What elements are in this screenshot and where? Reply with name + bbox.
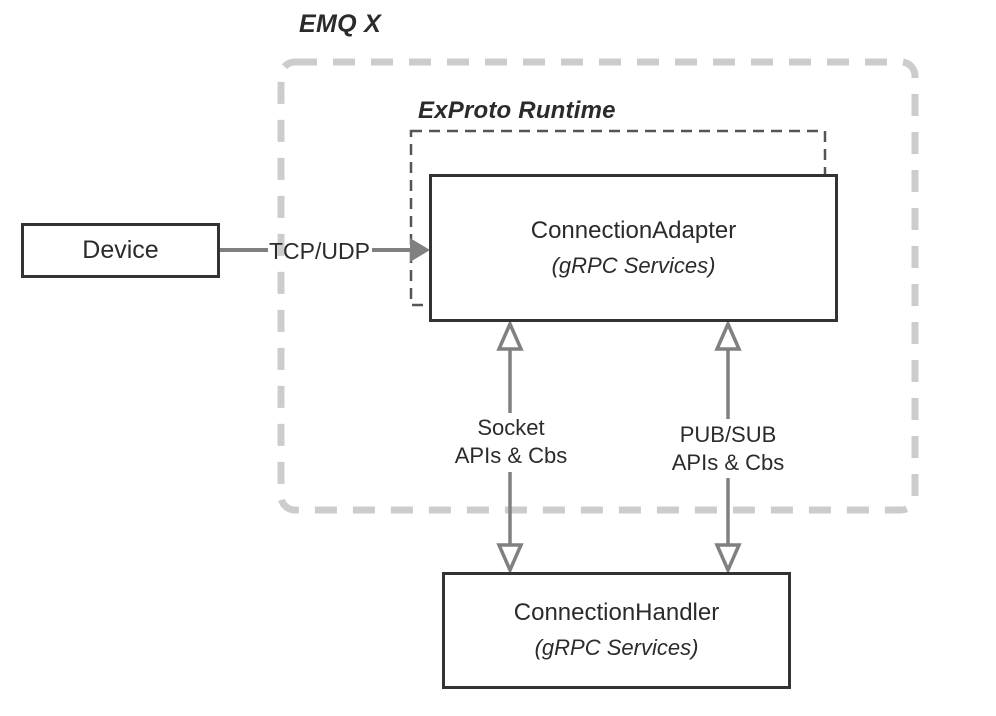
edge-label-pubsub: PUB/SUB APIs & Cbs [663,421,793,476]
node-connection-handler-label: ConnectionHandler [513,599,720,627]
node-connection-handler[interactable]: ConnectionHandler (gRPC Services) [442,572,791,689]
tcp-udp-connector [220,238,430,262]
edge-label-socket: Socket APIs & Cbs [448,414,574,469]
socket-connector [496,319,524,575]
node-connection-adapter-label: ConnectionAdapter [530,216,737,244]
node-device[interactable]: Device [21,223,220,278]
exproto-group-title: ExProto Runtime [418,97,616,124]
edge-label-socket-line2: APIs & Cbs [454,442,568,468]
edge-label-tcp-udp: TCP/UDP [269,238,370,264]
edge-label-pubsub-line1: PUB/SUB [679,422,777,447]
emqx-group-title: EMQ X [299,10,382,38]
emqx-boundary [277,58,919,514]
edge-label-socket-line1: Socket [477,415,545,440]
pubsub-connector [714,319,742,575]
node-connection-handler-sublabel: (gRPC Services) [534,635,699,661]
node-connection-adapter-sublabel: (gRPC Services) [551,252,716,278]
node-device-label: Device [82,235,159,264]
node-connection-adapter[interactable]: ConnectionAdapter (gRPC Services) [429,174,838,322]
edge-label-pubsub-line2: APIs & Cbs [671,449,785,475]
